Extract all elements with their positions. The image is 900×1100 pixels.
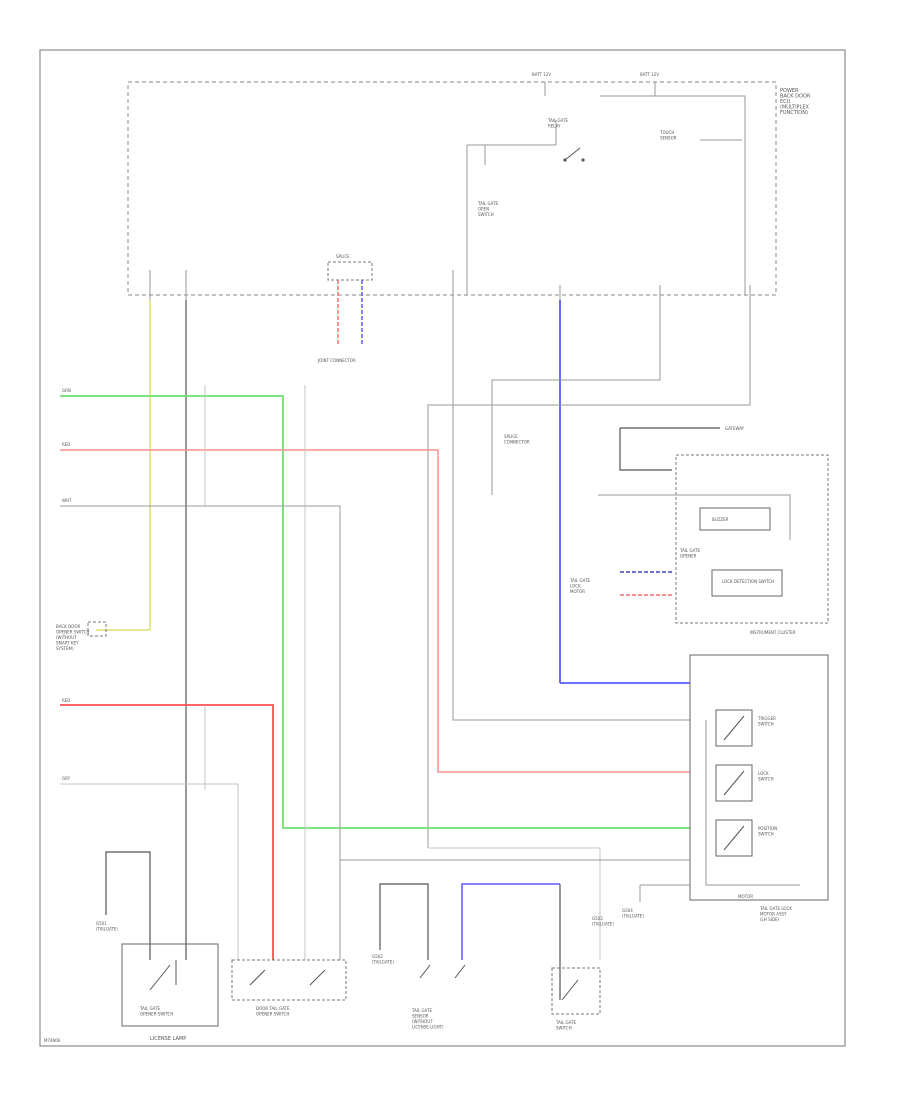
instrument-cluster: INSTRUMENT CLUSTER BUZZER LOCK DETECTION… bbox=[598, 454, 829, 635]
ground2-label: G502(TAILGATE) bbox=[372, 954, 394, 965]
lock-detect-label: LOCK DETECTION SWITCH bbox=[722, 579, 774, 584]
ground3-label: G503(TAILGATE) bbox=[592, 916, 614, 927]
wire-red-label: RED bbox=[62, 442, 70, 447]
bottom-left-caption: LICENSE LAMP bbox=[150, 1036, 186, 1042]
fuse-top-left: BATT 12V bbox=[532, 72, 551, 96]
ecu-connector-pins bbox=[149, 270, 751, 300]
diagram-frame bbox=[39, 49, 846, 1047]
gateway-block: GATEWAY bbox=[619, 426, 745, 471]
lower-right-ground-label: G504(TAILGATE) bbox=[622, 908, 644, 919]
right-box-label: INSTRUMENT CLUSTER bbox=[750, 630, 796, 635]
wire-wht-label: WHT bbox=[62, 498, 72, 503]
ecu-inner-wire-right bbox=[600, 95, 746, 295]
red-wire bbox=[60, 704, 274, 960]
buzzer-label: BUZZER bbox=[712, 517, 729, 522]
splice-top: SPLICE JOINT CONNECTOR bbox=[317, 254, 373, 363]
fuse-top-left-label: BATT 12V bbox=[532, 72, 551, 77]
wire-gry-label: GRY bbox=[62, 776, 71, 781]
motor-label: MOTOR bbox=[738, 894, 753, 899]
ground1-label: G501(TAILGATE) bbox=[96, 921, 118, 932]
green-wire bbox=[60, 395, 690, 829]
splice-label: SPLICE bbox=[336, 254, 350, 259]
gateway-label: GATEWAY bbox=[725, 426, 745, 431]
wire-grn-label: GRN bbox=[62, 388, 71, 393]
pink-wire bbox=[60, 449, 690, 773]
fuse-top-right-label: BATT 12V bbox=[640, 72, 659, 77]
fuse-top-right: BATT 12V bbox=[640, 72, 659, 96]
joint-connector-label: JOINT CONNECTOR bbox=[317, 358, 356, 363]
figure-number: M74806 bbox=[44, 1038, 61, 1043]
wire-red2-label: RED bbox=[62, 698, 70, 703]
